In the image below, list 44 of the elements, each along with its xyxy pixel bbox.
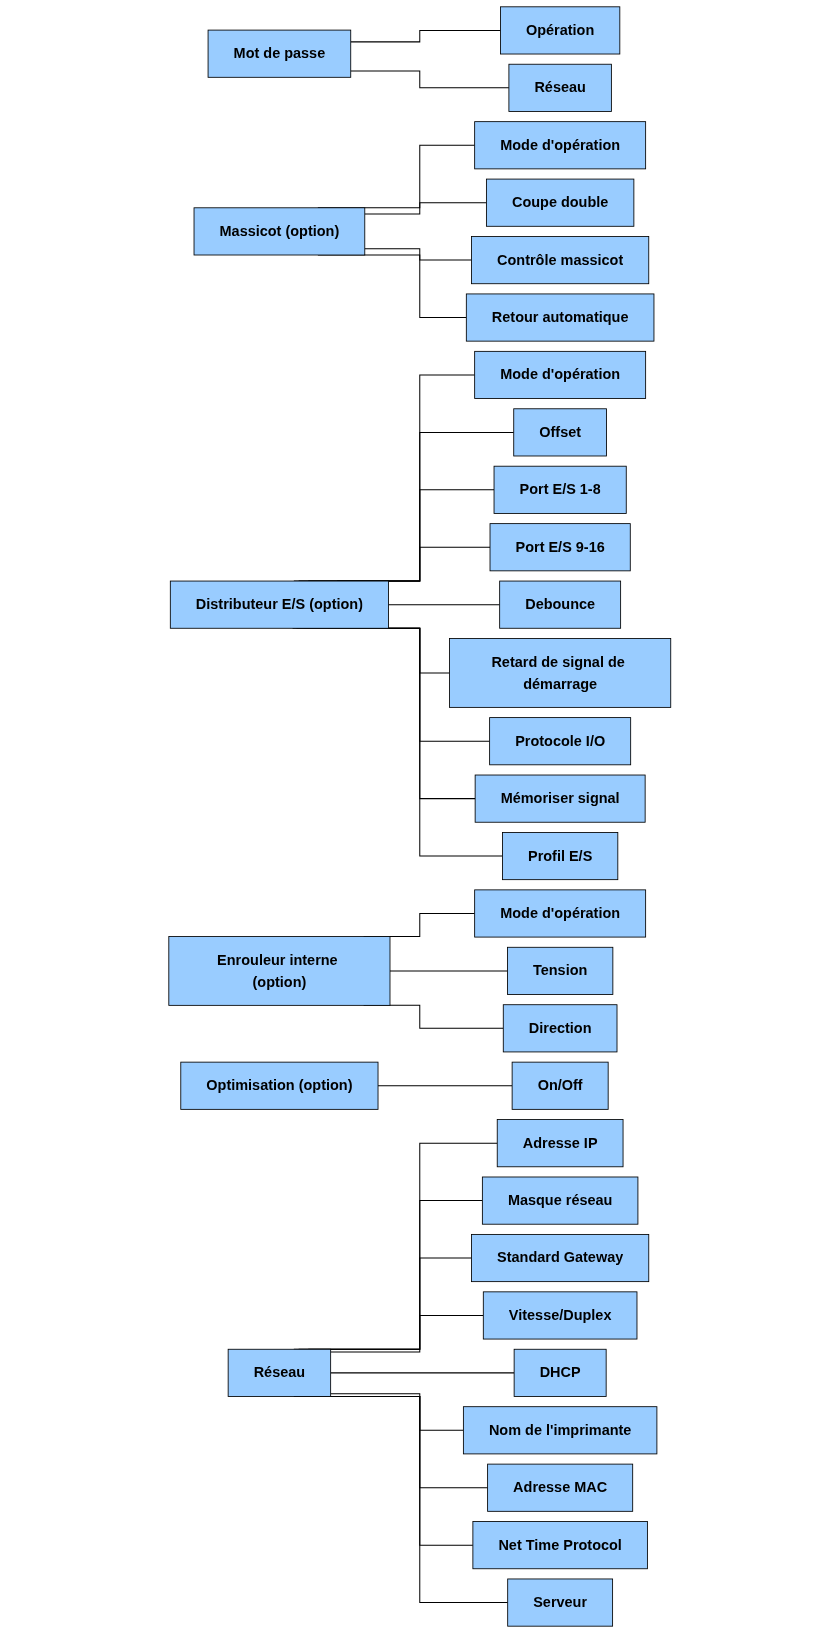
node-box: Distributeur E/S (option) (170, 580, 390, 629)
node-box: Réseau (508, 63, 613, 112)
node-box: Opération (500, 6, 621, 55)
node-box: Tension (507, 946, 614, 995)
connector (389, 970, 509, 972)
node-box: Port E/S 1-8 (493, 465, 627, 514)
node-box: Adresse MAC (487, 1463, 634, 1512)
node-box: Mode d'opération (474, 350, 647, 399)
node-box: Debounce (499, 580, 622, 629)
node-box: Mémoriser signal (474, 774, 646, 823)
node-box: Contrôle massicot (471, 236, 650, 285)
node-box: Massicot (option) (193, 207, 366, 256)
node-box: Retour automatique (466, 293, 655, 342)
connector (350, 70, 510, 89)
connector (330, 1372, 515, 1374)
node-box: Protocole I/O (489, 717, 632, 766)
node-box: Enrouleur interne (option) (168, 936, 391, 1006)
node-box: Mot de passe (207, 29, 352, 78)
node-box: Net Time Protocol (472, 1521, 649, 1570)
node-box: DHCP (513, 1348, 607, 1397)
connector (377, 1085, 513, 1087)
node-box: Direction (503, 1004, 618, 1053)
node-box: Mode d'opération (474, 121, 647, 170)
node-box: On/Off (511, 1061, 609, 1110)
node-box: Profil E/S (502, 832, 619, 881)
node-box: Adresse IP (497, 1119, 624, 1168)
connector (364, 248, 473, 261)
connector (330, 1314, 485, 1353)
node-box: Mode d'opération (474, 889, 647, 938)
connector (364, 202, 488, 215)
node-box: Réseau (227, 1348, 332, 1397)
connector (330, 1393, 465, 1431)
connector (350, 29, 502, 43)
node-box: Optimisation (option) (180, 1061, 379, 1110)
node-box: Nom de l'imprimante (463, 1406, 658, 1455)
node-box: Standard Gateway (471, 1234, 650, 1283)
node-box: Port E/S 9-16 (489, 523, 631, 572)
node-box: Offset (513, 408, 608, 457)
node-box: Coupe double (486, 178, 635, 227)
node-box: Serveur (507, 1578, 614, 1627)
node-box: Vitesse/Duplex (483, 1291, 638, 1340)
node-box: Masque réseau (482, 1176, 639, 1225)
node-box: Retard de signal de démarrage (449, 638, 672, 708)
connector (388, 604, 501, 606)
